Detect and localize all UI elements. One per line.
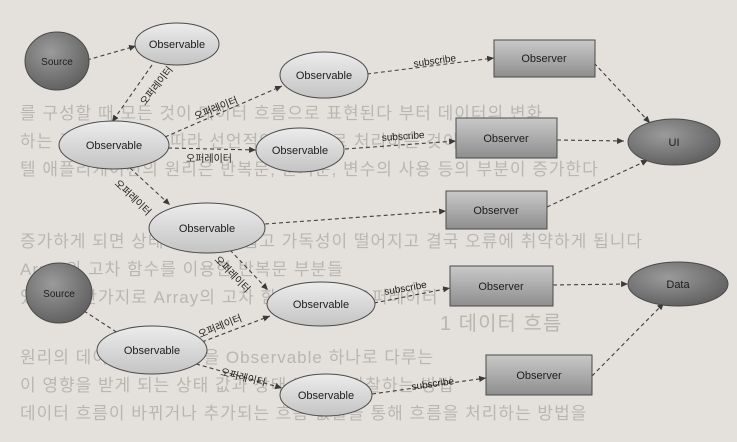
observable-node: Observable [96, 325, 208, 375]
edge-subscribe [373, 286, 451, 304]
observable-node: Observable [266, 281, 376, 327]
observable-label: Observable [86, 140, 142, 152]
observer-label: Observer [521, 53, 567, 65]
observer-node: Observer [493, 39, 596, 78]
subscribe-label: subscribe [411, 376, 455, 393]
background-text-line: Array의 고차 함수를 이용한 반복문 부분들 [20, 260, 344, 279]
observer-node: Observer [445, 190, 548, 230]
observer-label: Observer [478, 281, 524, 293]
edge-operator [164, 85, 283, 138]
ui-label: UI [669, 137, 680, 149]
observable-label: Observable [293, 299, 349, 311]
observable-node: Observable [148, 202, 266, 254]
background-text-line: 1 데이터 흐름 [440, 313, 563, 335]
observable-node: Observable [58, 120, 170, 170]
observable-label: Observable [298, 390, 354, 402]
observable-label: Observable [296, 70, 352, 82]
edge-operator [229, 249, 269, 291]
observer-node: Observer [455, 117, 558, 159]
source-label: Source [43, 289, 75, 300]
edge-subscribe [344, 138, 457, 150]
observable-label: Observable [149, 39, 205, 51]
observable-node: Observable [279, 51, 369, 99]
background-text-line: 를 구성할 때 모든 것이 데이터 흐름으로 표현된다 부터 데이터의 변화 [20, 104, 544, 123]
edge-subscribe [366, 55, 495, 75]
edge-observer-to-data [552, 281, 629, 288]
operator-label: 오퍼레이터 [219, 366, 267, 389]
edge-operator [111, 64, 153, 123]
observer-node: Observer [485, 354, 593, 396]
observable-label: Observable [179, 223, 235, 235]
observable-node: Observable [134, 22, 220, 66]
edge-operator [167, 146, 257, 153]
operator-label: 오퍼레이터 [138, 64, 176, 108]
edge-subscribe [371, 375, 487, 395]
subscribe-label: subscribe [381, 130, 425, 144]
source-node: Source [24, 31, 90, 91]
edge-subscription [264, 208, 447, 225]
edge-source-to-observable [86, 44, 137, 61]
operator-label: 오퍼레이터 [197, 312, 244, 340]
operator-label: 오퍼레이터 [186, 153, 232, 165]
observable-node: Observable [279, 373, 373, 417]
edge-observer-to-ui [546, 159, 649, 208]
observer-label: Observer [483, 133, 529, 145]
data-label: Data [666, 279, 690, 291]
operator-label: 오퍼레이터 [193, 94, 240, 122]
data-node: Data [627, 261, 729, 307]
source-label: Source [41, 57, 73, 68]
subscribe-label: subscribe [413, 53, 457, 70]
ui-node: UI [627, 118, 721, 166]
edge-operator [195, 363, 283, 390]
edge-observer-to-ui [593, 62, 651, 124]
observable-label: Observable [272, 145, 328, 157]
edge-observer-to-ui [556, 137, 625, 144]
observer-label: Observer [516, 370, 562, 382]
source-node: Source [25, 262, 93, 324]
edge-operator [201, 315, 271, 343]
edge-observer-to-data [591, 302, 665, 377]
observer-node: Observer [449, 265, 554, 307]
operator-label: 오퍼레이터 [212, 254, 253, 295]
edge-operator [129, 167, 171, 206]
observer-label: Observer [473, 205, 519, 217]
subscribe-label: subscribe [384, 280, 428, 298]
observable-node: Observable [255, 127, 345, 173]
observable-label: Observable [124, 345, 180, 357]
